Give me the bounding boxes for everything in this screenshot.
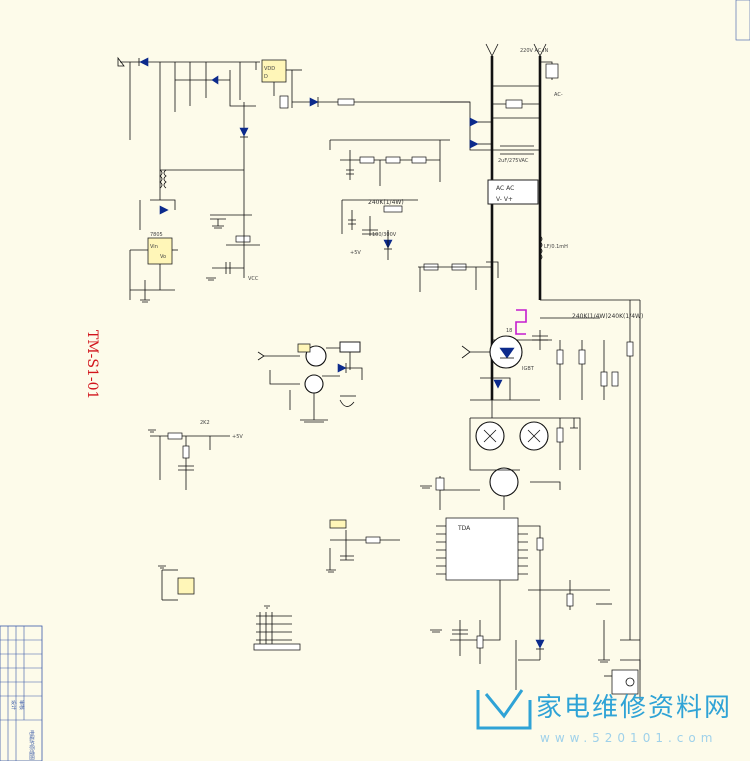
aux-power-supply: VDD D Vin Vo 7805 (117, 56, 470, 303)
controller-ic (445, 517, 519, 581)
igbt-resonant-section: 240K(1/4W)240K(1/4W) 18 IGBT (461, 299, 643, 640)
bridge-out-label: V- V+ (496, 196, 513, 203)
reg-vin-label: Vin (150, 244, 158, 250)
ac-in-label: 220V AC IN (520, 48, 548, 54)
bridge-in-label: AC AC (496, 185, 514, 192)
aux-vcc-label: VCC (248, 276, 259, 282)
title-block-title: 电磁炉原理图 (28, 730, 35, 760)
inductor-label: LF/0.1mH (544, 244, 568, 250)
sensor-label: 2K2 (200, 420, 210, 426)
watermark-book-icon (476, 690, 532, 730)
cap-main-label: 2uF/275VAC (498, 158, 529, 164)
sensor-plus5-label: +5V (232, 434, 243, 440)
main-controller: TDA (430, 517, 612, 690)
title-block-check: 审核 (18, 700, 25, 710)
reg-part-label: 7805 (150, 232, 163, 238)
svg-text:VDD: VDD (264, 66, 275, 72)
watermark-brand: 家电维修资料网 (536, 693, 732, 723)
driver-q3 (489, 467, 519, 497)
cap-100-label: 100/300V (372, 232, 397, 238)
bridge-rectifier (487, 179, 539, 205)
small-connector (158, 565, 195, 601)
reset-circuit (326, 519, 400, 573)
fan-connector (339, 341, 361, 353)
controller-part-label: TDA (457, 525, 471, 532)
frame-corner-mark (735, 0, 750, 41)
res-240k-label: 240K(1/4W) (368, 199, 404, 206)
plus5-label: +5V (350, 250, 361, 256)
res-240k-2-label: 240K(1/4W)240K(1/4W) (572, 313, 643, 320)
thermistor-connector (177, 577, 195, 595)
fan-driver (257, 341, 363, 423)
driver-stage (420, 417, 581, 510)
watermark-url: www.520101.com (540, 731, 717, 745)
reg-vout-label: Vo (160, 254, 166, 260)
mains-input: 220V AC IN AC- 2uF/275VAC AC AC V- V+ LF… (440, 43, 568, 400)
bottom-right-connector (604, 659, 641, 695)
temp-sensor-circuit: +5V 2K2 (148, 420, 243, 490)
igbt-label: IGBT (522, 366, 535, 372)
led-header (253, 605, 301, 651)
fan-transistor (305, 345, 327, 367)
reg-7805 (147, 237, 173, 265)
led-header-strip (253, 643, 301, 651)
voltage-sense-network: 240K(1/4W) 100/300V +5V (329, 139, 499, 292)
ac-out-label: AC- (554, 92, 563, 98)
svg-text:D: D (264, 74, 268, 80)
reset-ic (329, 519, 347, 529)
watermark: 家电维修资料网 www.520101.com (476, 689, 732, 745)
model-label: TM-S1-01 (84, 330, 100, 399)
coil-label: 18 (506, 328, 512, 334)
title-block-designer: 设计 (10, 700, 17, 710)
title-block: 电磁炉原理图 设计 审核 (0, 625, 43, 761)
